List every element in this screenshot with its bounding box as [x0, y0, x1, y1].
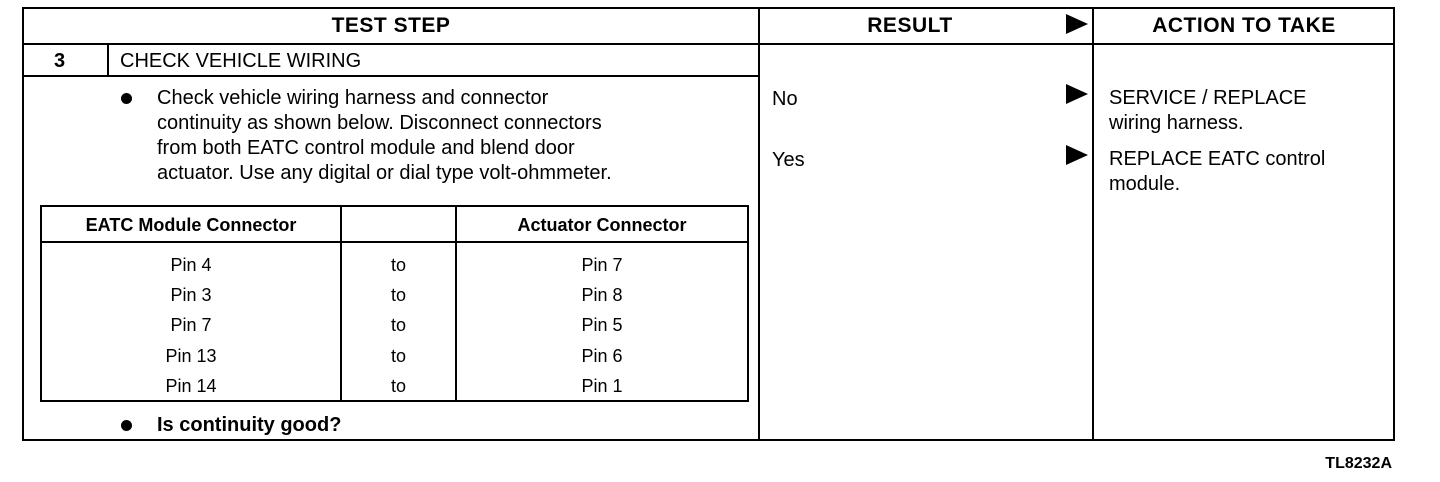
figure-id: TL8232A — [1325, 455, 1392, 472]
eatc-pin: Pin 3 — [170, 285, 212, 305]
header-test-step: TEST STEP — [331, 14, 451, 37]
step-number-divider — [107, 43, 109, 77]
instruction-line: actuator. Use any digital or dial type v… — [157, 162, 612, 184]
column-divider — [1092, 9, 1094, 439]
instruction-line: from both EATC control module and blend … — [157, 137, 575, 159]
wiring-header-actuator: Actuator Connector — [517, 215, 687, 235]
actuator-pin: Pin 7 — [581, 255, 623, 275]
instruction-line: Check vehicle wiring harness and connect… — [157, 87, 549, 109]
connector-to: to — [390, 315, 406, 335]
connector-to: to — [390, 255, 406, 275]
wiring-column-divider — [340, 207, 342, 400]
action-yes-line: module. — [1109, 173, 1181, 195]
wiring-table: EATC Module Connector Actuator Connector… — [40, 205, 749, 402]
actuator-pin: Pin 6 — [581, 346, 623, 366]
test-step-table: TEST STEP RESULT ACTION TO TAKE 3 CHECK … — [22, 7, 1395, 441]
action-no-line: wiring harness. — [1109, 112, 1244, 134]
step-number: 3 — [54, 50, 66, 72]
actuator-pin: Pin 8 — [581, 285, 623, 305]
wiring-column-divider — [455, 207, 457, 400]
result-yes: Yes — [772, 149, 805, 171]
eatc-pin: Pin 14 — [165, 376, 217, 396]
result-no: No — [772, 88, 798, 110]
wiring-header-divider — [42, 241, 747, 243]
eatc-pin: Pin 4 — [170, 255, 212, 275]
bullet-icon — [121, 93, 132, 104]
step-title-divider — [24, 75, 758, 77]
wiring-header-eatc: EATC Module Connector — [85, 215, 297, 235]
step-title: CHECK VEHICLE WIRING — [120, 50, 362, 72]
actuator-pin: Pin 5 — [581, 315, 623, 335]
instruction-line: continuity as shown below. Disconnect co… — [157, 112, 602, 134]
connector-to: to — [390, 346, 406, 366]
header-result: RESULT — [867, 14, 953, 37]
header-divider — [24, 43, 1393, 45]
arrow-icon — [1066, 14, 1088, 34]
eatc-pin: Pin 13 — [165, 346, 217, 366]
actuator-pin: Pin 1 — [581, 376, 623, 396]
action-yes-line: REPLACE EATC control — [1109, 148, 1326, 170]
arrow-icon — [1066, 84, 1088, 104]
connector-to: to — [390, 376, 406, 396]
bullet-icon — [121, 420, 132, 431]
connector-to: to — [390, 285, 406, 305]
arrow-icon — [1066, 145, 1088, 165]
column-divider — [758, 9, 760, 439]
action-no-line: SERVICE / REPLACE — [1109, 87, 1307, 109]
header-action: ACTION TO TAKE — [1152, 14, 1336, 37]
continuity-question: Is continuity good? — [157, 414, 342, 436]
eatc-pin: Pin 7 — [170, 315, 212, 335]
